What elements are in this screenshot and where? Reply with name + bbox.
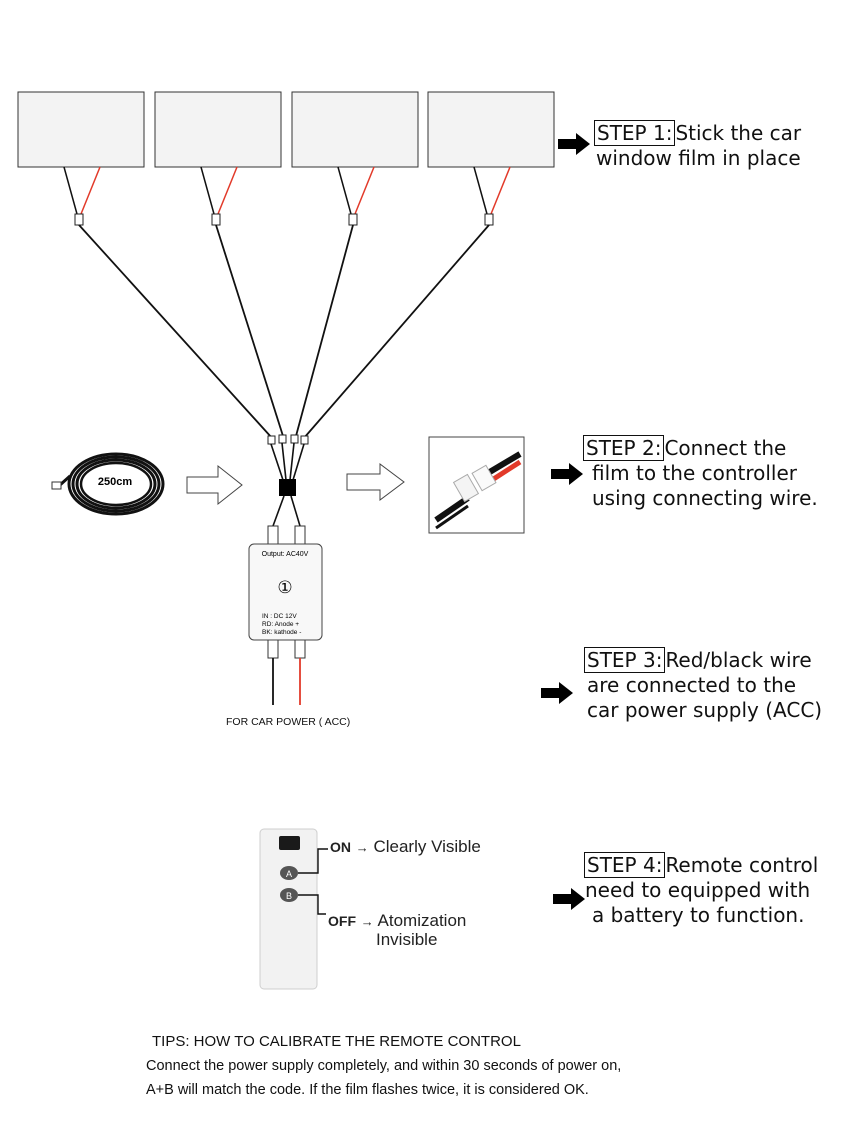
extension-wires (78, 224, 490, 439)
coiled-cable (51, 452, 165, 516)
controller-box (248, 543, 323, 641)
controller-input-wires (272, 495, 301, 527)
film-panels (17, 91, 555, 168)
remote-display (279, 836, 300, 850)
cable-label-background (93, 470, 137, 492)
car-power-label: FOR CAR POWER ( ACC) (226, 716, 351, 728)
remote-on-label: ON → Clearly Visible (330, 837, 481, 856)
step4-arrow-icon (553, 888, 585, 910)
hub-connectors (267, 434, 309, 445)
connector-detail-image (428, 436, 525, 534)
remote-button-b-label: B (286, 891, 292, 901)
step2-arrow-icon (551, 463, 583, 485)
film-panel-3 (291, 91, 419, 168)
tips-heading: TIPS: HOW TO CALIBRATE THE REMOTE CONTRO… (152, 1033, 521, 1050)
controller-spec-bk: BK: kathode - (262, 629, 301, 636)
step3-arrow-icon (541, 682, 573, 704)
power-wires (272, 658, 301, 705)
controller-spec-in: IN : DC 12V (262, 613, 297, 620)
flow-arrow-left (186, 464, 243, 506)
controller-output-label: Output: AC40V (262, 551, 309, 558)
hub-wires (270, 442, 305, 481)
remote-control: A B (259, 828, 318, 990)
remote-button-a (280, 866, 298, 880)
tips-line-1: Connect the power supply completely, and… (146, 1058, 622, 1074)
tips-line-2: A+B will match the code. If the film fla… (146, 1082, 589, 1098)
step-2: STEP 2:Connect the film to the controlle… (583, 435, 818, 511)
film-panel-1 (17, 91, 145, 168)
remote-off-desc-2: Invisible (376, 930, 438, 949)
controller-number: ① (277, 578, 292, 597)
cable-length-label: 250cm (98, 476, 132, 488)
step1-arrow-icon (558, 133, 590, 155)
panel-wires (63, 166, 511, 215)
remote-off-label: OFF → Atomization (328, 911, 467, 930)
controller-spec-rd: RD: Anode + (262, 621, 299, 628)
step-3-tag: STEP 3: (584, 647, 666, 673)
panel-connectors (74, 213, 494, 226)
remote-button-a-label: A (286, 869, 292, 879)
tips-section: TIPS: HOW TO CALIBRATE THE REMOTE CONTRO… (146, 1033, 786, 1102)
step-4-tag: STEP 4: (584, 852, 666, 878)
film-panel-4 (427, 91, 555, 168)
step-1: STEP 1:Stick the car window film in plac… (594, 120, 802, 170)
remote-button-b (280, 888, 298, 902)
remote-callout-lines (298, 848, 328, 915)
step-1-tag: STEP 1: (594, 120, 676, 146)
step-2-tag: STEP 2: (583, 435, 665, 461)
junction-block (279, 479, 296, 496)
film-panel-2 (154, 91, 282, 168)
step-4: STEP 4:Remote control need to equipped w… (584, 852, 819, 927)
flow-arrow-right (346, 463, 405, 501)
step-3: STEP 3:Red/black wire are connected to t… (584, 647, 822, 723)
